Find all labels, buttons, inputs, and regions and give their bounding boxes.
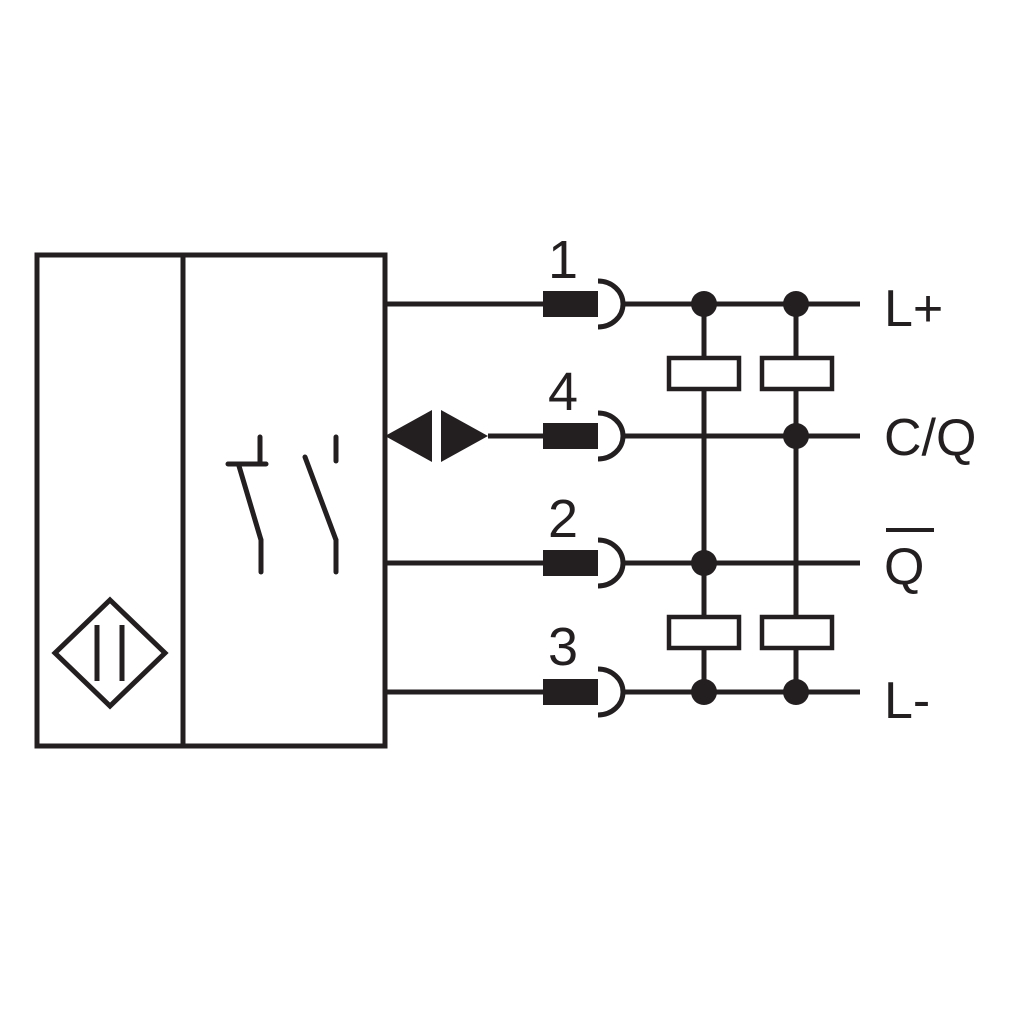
signal-lines bbox=[623, 301, 860, 695]
sensor-symbol-icon bbox=[51, 596, 169, 710]
signal-label-l-minus: L- bbox=[884, 672, 930, 730]
sensor-housing bbox=[34, 252, 388, 749]
connector-plug-icon bbox=[543, 278, 626, 718]
signal-label-q-bar: Q bbox=[884, 538, 924, 596]
switch-contacts-icon bbox=[225, 434, 339, 575]
pin-number-1: 1 bbox=[548, 230, 578, 290]
housing-wires bbox=[385, 301, 545, 695]
pin-number-2: 2 bbox=[548, 489, 578, 549]
junction-dot-icon bbox=[691, 291, 809, 705]
signal-label-cq: C/Q bbox=[884, 409, 976, 467]
pin-number-3: 3 bbox=[548, 617, 578, 677]
bidirectional-arrow-icon bbox=[385, 410, 488, 462]
pin-number-4: 4 bbox=[548, 362, 578, 422]
load-resistor-icon bbox=[666, 355, 835, 651]
signal-label-l-plus: L+ bbox=[884, 280, 943, 338]
